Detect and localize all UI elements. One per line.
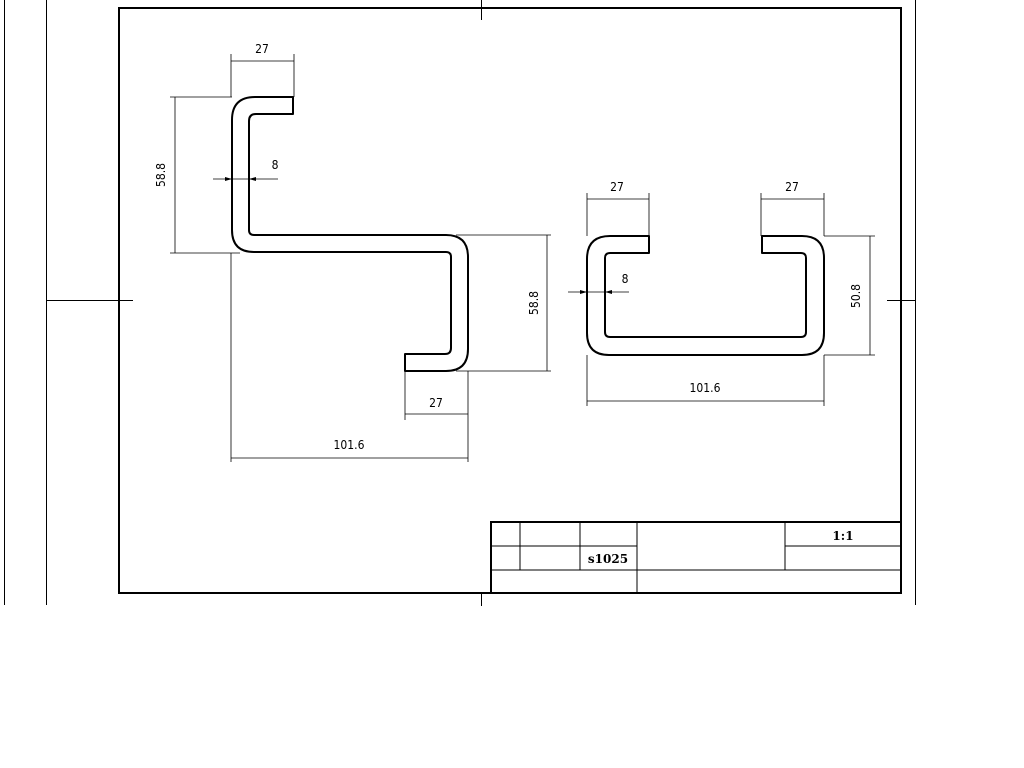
svg-text:27: 27 bbox=[429, 396, 443, 410]
z-profile bbox=[231, 96, 469, 372]
z-dim-right-height: 58.8 bbox=[456, 234, 551, 372]
c-dim-thickness: 8 bbox=[568, 272, 629, 294]
z-dim-top-flange: 27 bbox=[230, 42, 295, 97]
title-block: 1:1 s1025 bbox=[490, 521, 902, 594]
svg-text:8: 8 bbox=[622, 272, 629, 286]
sheet-outer-frame bbox=[4, 0, 916, 605]
svg-text:27: 27 bbox=[610, 180, 624, 194]
c-profile-dimensions: 27 27 8 50.8 101.6 bbox=[568, 180, 875, 406]
z-profile-dimensions: 27 58.8 8 58.8 27 bbox=[154, 42, 551, 462]
z-dim-total-width: 101.6 bbox=[230, 253, 469, 462]
svg-text:58.8: 58.8 bbox=[154, 163, 168, 187]
c-profile bbox=[586, 235, 825, 356]
c-dim-right-flange: 27 bbox=[760, 180, 825, 236]
z-dim-left-height: 58.8 bbox=[154, 96, 240, 254]
scale-label: 1:1 bbox=[832, 529, 853, 543]
c-profile-outline bbox=[586, 235, 825, 356]
z-dim-thickness: 8 bbox=[213, 158, 279, 181]
centering-marks bbox=[46, 0, 916, 606]
c-dim-left-flange: 27 bbox=[586, 180, 650, 236]
part-number: s1025 bbox=[588, 552, 628, 566]
svg-text:27: 27 bbox=[785, 180, 799, 194]
z-profile-outline bbox=[231, 96, 469, 372]
svg-text:50.8: 50.8 bbox=[849, 284, 863, 308]
svg-text:8: 8 bbox=[272, 158, 279, 172]
svg-text:101.6: 101.6 bbox=[334, 438, 365, 452]
svg-text:27: 27 bbox=[255, 42, 269, 56]
svg-text:101.6: 101.6 bbox=[690, 381, 721, 395]
z-dim-bottom-flange: 27 bbox=[404, 371, 469, 420]
svg-text:58.8: 58.8 bbox=[527, 291, 541, 315]
c-dim-total-width: 101.6 bbox=[586, 355, 825, 406]
c-dim-height: 50.8 bbox=[824, 235, 875, 356]
drawing-border bbox=[118, 7, 902, 594]
